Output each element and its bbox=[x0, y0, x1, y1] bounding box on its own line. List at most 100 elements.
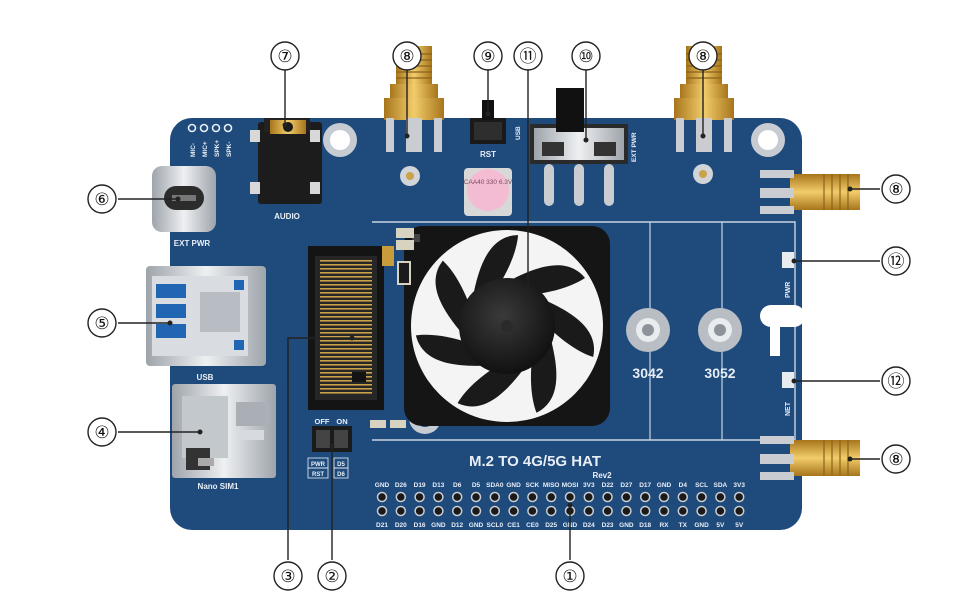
m2-pin bbox=[320, 276, 372, 278]
smd-components bbox=[370, 228, 414, 428]
svg-text:⑦: ⑦ bbox=[277, 47, 292, 66]
gpio-bottom-label: GND bbox=[469, 522, 484, 529]
svg-text:⑧: ⑧ bbox=[888, 180, 903, 199]
gpio-pin bbox=[677, 491, 689, 503]
gpio-pin bbox=[621, 491, 632, 503]
gpio-pin bbox=[527, 505, 538, 517]
m2-slot bbox=[308, 246, 384, 410]
m2-pin bbox=[320, 292, 372, 294]
gpio-pin bbox=[696, 505, 707, 517]
gpio-pin bbox=[395, 505, 407, 517]
gpio-pin bbox=[489, 505, 501, 517]
sma-connector-right-bottom bbox=[760, 436, 860, 480]
callout-2: ② bbox=[317, 561, 347, 591]
gpio-pin bbox=[658, 491, 670, 503]
gpio-top-label: 3V3 bbox=[733, 482, 745, 489]
gpio-pin bbox=[451, 491, 463, 503]
gpio-pin bbox=[658, 505, 670, 517]
usb-switch-label: USB bbox=[515, 126, 522, 140]
gpio-bottom-label: D16 bbox=[414, 522, 426, 529]
m2-pin bbox=[320, 320, 372, 322]
board-revision: Rev2 bbox=[592, 471, 612, 480]
m2-pin bbox=[320, 288, 372, 290]
gpio-bottom-label: D23 bbox=[602, 522, 614, 529]
usb-a-port: USB bbox=[146, 266, 266, 382]
m2-pin bbox=[320, 344, 372, 346]
gpio-pin bbox=[715, 505, 726, 517]
gpio-top-label: MISO bbox=[543, 482, 560, 489]
callout-5: ⑤ bbox=[87, 308, 117, 338]
gpio-top-label: SCL bbox=[695, 482, 708, 489]
callout-8-right-bottom: ⑧ bbox=[881, 444, 911, 474]
gpio-top-label: SDA bbox=[714, 482, 728, 489]
gpio-pin bbox=[508, 505, 519, 517]
gpio-pin bbox=[470, 491, 482, 503]
svg-text:⑧: ⑧ bbox=[888, 450, 903, 469]
m2-pin bbox=[320, 328, 372, 330]
ext-pwr-switch-label: EXT PWR bbox=[631, 132, 638, 162]
m2-pin bbox=[320, 376, 372, 378]
spk-minus-label: SPK- bbox=[226, 141, 233, 157]
m2-pin bbox=[320, 284, 372, 286]
callout-6: ⑥ bbox=[87, 184, 117, 214]
usb-c-port: EXT PWR bbox=[152, 166, 216, 248]
gpio-pin bbox=[508, 491, 519, 503]
m2-pin bbox=[320, 332, 372, 334]
slot-3052-label: 3052 bbox=[704, 365, 735, 381]
callout-7: ⑦ bbox=[270, 41, 300, 71]
callout-10: ⑩ bbox=[571, 41, 601, 71]
m2-pin bbox=[320, 272, 372, 274]
pwr-rst-rst-label: RST bbox=[312, 472, 324, 478]
m2-pin bbox=[320, 336, 372, 338]
ext-pwr-label: EXT PWR bbox=[174, 239, 211, 248]
gpio-pin bbox=[414, 505, 425, 517]
gpio-top-label: D5 bbox=[472, 482, 481, 489]
m2-pin bbox=[320, 388, 372, 390]
gpio-bottom-label: 5V bbox=[716, 522, 725, 529]
gpio-pin bbox=[677, 505, 689, 517]
gpio-bottom-label: GND bbox=[694, 522, 709, 529]
gpio-bottom-label: CE1 bbox=[507, 522, 520, 529]
svg-text:⑫: ⑫ bbox=[888, 252, 905, 271]
board-title: M.2 TO 4G/5G HAT bbox=[469, 453, 601, 470]
svg-text:⑤: ⑤ bbox=[94, 314, 109, 333]
gpio-top-label: D6 bbox=[453, 482, 462, 489]
svg-text:⑥: ⑥ bbox=[94, 190, 109, 209]
m2-pin bbox=[320, 308, 372, 310]
power-switch: EXT PWR bbox=[530, 88, 638, 206]
m2-pin bbox=[320, 384, 372, 386]
m2-pin bbox=[320, 280, 372, 282]
svg-text:⑨: ⑨ bbox=[480, 47, 495, 66]
pwr-rst-pwr-label: PWR bbox=[311, 462, 326, 468]
gpio-pin bbox=[583, 505, 595, 517]
svg-text:①: ① bbox=[562, 567, 577, 586]
dip-switch: OFF ON PWR RST D5 D6 bbox=[307, 417, 352, 479]
svg-text:⑩: ⑩ bbox=[578, 47, 593, 66]
m2-pin bbox=[320, 368, 372, 370]
gpio-pin bbox=[583, 491, 595, 503]
gpio-top-label: D26 bbox=[395, 482, 407, 489]
d6-label: D6 bbox=[337, 472, 345, 478]
gpio-top-label: GND bbox=[375, 482, 390, 489]
capacitor-text: CAA40 330 6.3V bbox=[464, 179, 513, 186]
audio-pads: MIC- MIC+ SPK+ SPK- bbox=[187, 123, 233, 157]
svg-text:⑧: ⑧ bbox=[695, 47, 710, 66]
gpio-pin bbox=[545, 505, 557, 517]
callout-12-net: ⑫ bbox=[881, 366, 911, 396]
m2-pin bbox=[320, 304, 372, 306]
gpio-top-label: D27 bbox=[620, 482, 632, 489]
m2-pin bbox=[320, 348, 372, 350]
gpio-top-label: GND bbox=[506, 482, 521, 489]
gpio-bottom-label: RX bbox=[659, 522, 669, 529]
m2-pin bbox=[320, 372, 372, 374]
gpio-pin bbox=[602, 491, 613, 503]
capacitor: CAA40 330 6.3V bbox=[464, 168, 513, 216]
d5-label: D5 bbox=[337, 462, 345, 468]
m2-pin bbox=[320, 356, 372, 358]
m2-pin bbox=[320, 300, 372, 302]
sma-connector-right-top bbox=[760, 170, 860, 214]
gpio-top-label: D4 bbox=[679, 482, 688, 489]
net-led-label: NET bbox=[785, 401, 792, 416]
m2-pin bbox=[320, 296, 372, 298]
